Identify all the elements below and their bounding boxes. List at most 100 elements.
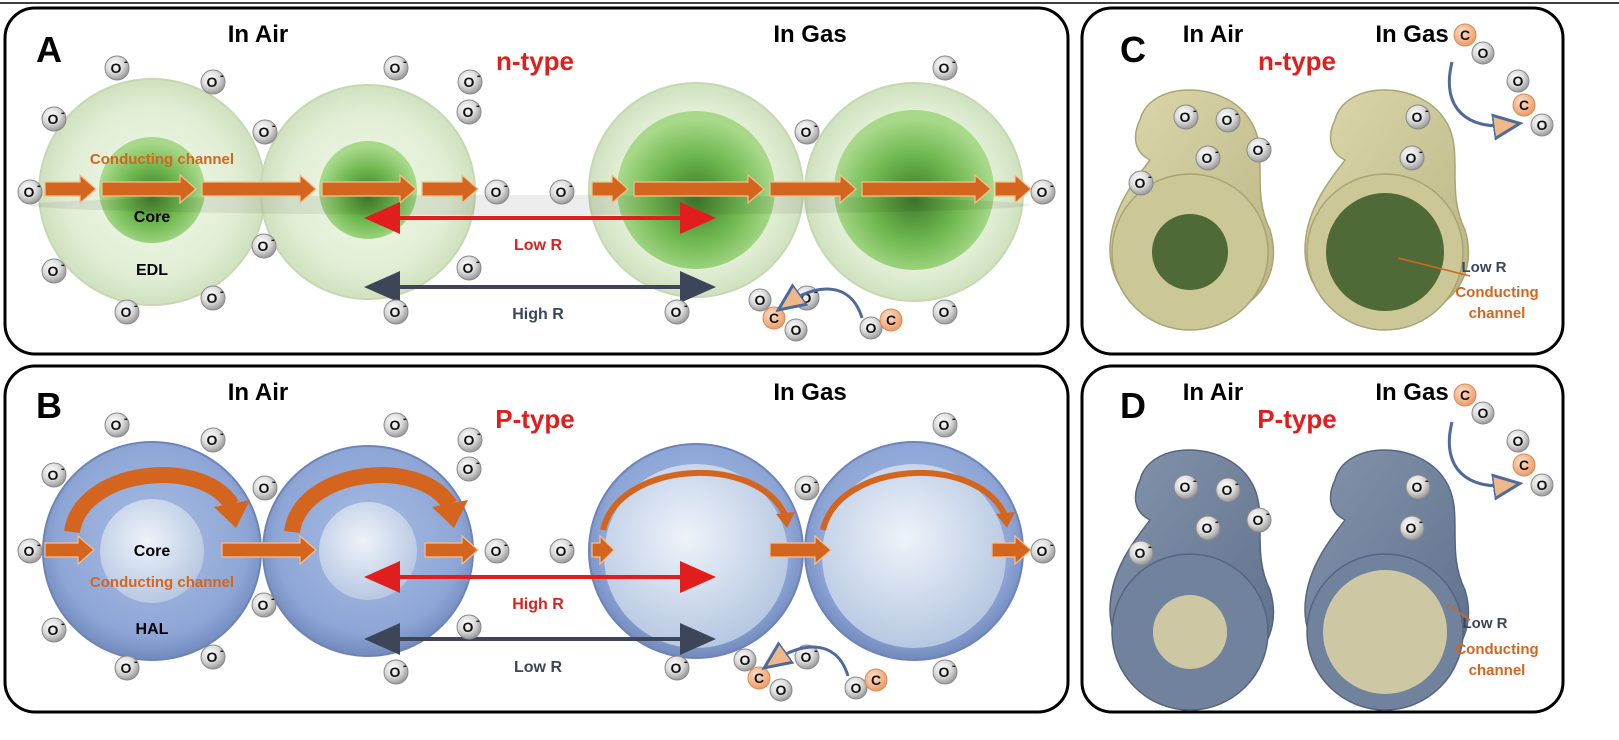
oxygen-ion: O-: [1215, 477, 1241, 503]
svg-text:-: -: [1419, 516, 1423, 528]
panel-d-letter: D: [1120, 385, 1146, 426]
svg-text:O: O: [801, 480, 812, 496]
svg-text:O: O: [491, 543, 502, 559]
panel-d-co-adsorbed: OCO: [1506, 429, 1554, 497]
svg-text:O: O: [1513, 73, 1524, 89]
svg-text:O: O: [464, 74, 475, 90]
svg-text:C: C: [769, 310, 779, 326]
svg-text:O: O: [207, 432, 218, 448]
svg-text:-: -: [814, 120, 818, 132]
carbon-atom: C: [1453, 23, 1477, 47]
svg-text:O: O: [1253, 512, 1264, 528]
svg-text:-: -: [403, 300, 407, 312]
svg-text:-: -: [1193, 105, 1197, 117]
svg-text:O: O: [939, 304, 950, 320]
oxygen-atom: O: [748, 288, 772, 312]
panel-c-co-adsorbed: OCO: [1506, 69, 1554, 137]
svg-text:O: O: [121, 660, 132, 676]
oxygen-ion: O-: [1195, 145, 1221, 171]
panel-c-pointer: [1397, 257, 1471, 277]
svg-text:-: -: [476, 615, 480, 627]
svg-text:-: -: [952, 56, 956, 68]
oxygen-ion: O-: [200, 427, 226, 453]
oxygen-ion: O-: [456, 614, 482, 640]
svg-text:O: O: [1537, 117, 1548, 133]
svg-text:O: O: [390, 304, 401, 320]
svg-text:O: O: [24, 184, 35, 200]
oxygen-ion: O-: [932, 412, 958, 438]
oxygen-ion: O-: [383, 55, 409, 81]
svg-text:C: C: [886, 312, 896, 328]
oxygen-ion: O-: [1246, 137, 1272, 163]
panel-c-conducting: Conducting: [1455, 284, 1538, 301]
oxygen-ion: O-: [383, 412, 409, 438]
svg-text:-: -: [61, 107, 65, 119]
oxygen-ion: O-: [251, 233, 277, 259]
svg-text:-: -: [134, 656, 138, 668]
panel-a-in-air: In Air: [228, 21, 288, 48]
svg-text:-: -: [271, 593, 275, 605]
oxygen-ion: O-: [457, 69, 483, 95]
oxygen-ion: O-: [664, 299, 690, 325]
svg-text:-: -: [1425, 475, 1429, 487]
panel-b-channel-arrows: [44, 534, 1032, 566]
svg-text:O: O: [463, 619, 474, 635]
oxygen-ion: O-: [457, 427, 483, 453]
svg-text:O: O: [1537, 477, 1548, 493]
oxygen-ion: O-: [456, 456, 482, 482]
panel-d-in-gas: In Gas: [1375, 379, 1448, 406]
svg-text:O: O: [207, 290, 218, 306]
panel-d: D In Air In Gas P-type Low R Conducting …: [1080, 364, 1565, 714]
svg-text:O: O: [1180, 109, 1191, 125]
svg-text:-: -: [477, 428, 481, 440]
svg-text:-: -: [1235, 478, 1239, 490]
oxygen-ion: O-: [383, 659, 409, 685]
svg-text:O: O: [671, 304, 682, 320]
panel-d-channel: channel: [1469, 662, 1526, 679]
svg-text:-: -: [1425, 105, 1429, 117]
oxygen-ion: O-: [41, 106, 67, 132]
panel-a-type: n-type: [496, 46, 574, 76]
panel-c-channel: channel: [1469, 305, 1526, 322]
svg-text:O: O: [939, 417, 950, 433]
svg-text:-: -: [124, 413, 128, 425]
oxygen-ion: O-: [1195, 515, 1221, 541]
panel-b-dark-label: Low R: [514, 659, 562, 676]
oxygen-ion: O-: [664, 655, 690, 681]
oxygen-ion: O-: [1246, 507, 1272, 533]
carbon-atom: C: [879, 308, 903, 332]
oxygen-ion: O-: [1030, 179, 1056, 205]
svg-text:O: O: [1406, 520, 1417, 536]
panel-a-channel-arrows: [44, 173, 1032, 205]
svg-text:-: -: [1050, 539, 1054, 551]
panel-c: C In Air In Gas n-type Low R Conducting …: [1080, 6, 1565, 356]
svg-text:O: O: [111, 60, 122, 76]
panel-d-type: P-type: [1257, 404, 1336, 434]
svg-text:O: O: [1135, 175, 1146, 191]
svg-text:-: -: [61, 618, 65, 630]
svg-text:O: O: [851, 680, 862, 696]
svg-text:O: O: [939, 664, 950, 680]
svg-text:-: -: [684, 300, 688, 312]
panel-b: B In Air In Gas P-type: [3, 364, 1070, 714]
panel-c-in-gas: In Gas: [1375, 21, 1448, 48]
oxygen-ion: O-: [932, 55, 958, 81]
nanowire-d-air: [1109, 449, 1275, 711]
svg-text:-: -: [504, 180, 508, 192]
svg-text:C: C: [1519, 97, 1529, 113]
svg-text:O: O: [390, 417, 401, 433]
panel-a-in-gas: In Gas: [773, 21, 846, 48]
oxygen-atom: O: [733, 648, 757, 672]
svg-text:-: -: [220, 286, 224, 298]
panel-c-co-gas: CO: [1453, 23, 1495, 65]
svg-text:O: O: [390, 664, 401, 680]
svg-text:O: O: [866, 320, 877, 336]
panel-a-edl-label: EDL: [136, 262, 168, 279]
svg-text:-: -: [476, 100, 480, 112]
panel-c-in-air: In Air: [1183, 21, 1243, 48]
carbon-atom: C: [1512, 93, 1536, 117]
oxygen-ion: O-: [383, 299, 409, 325]
panel-d-in-air: In Air: [1183, 379, 1243, 406]
svg-text:-: -: [952, 300, 956, 312]
